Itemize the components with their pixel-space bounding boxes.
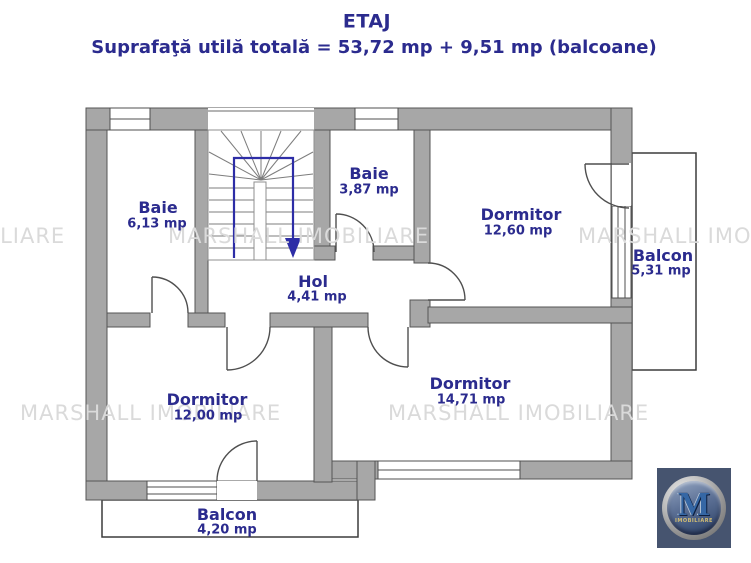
room-label-balcon1-area: 5,31 mp — [631, 263, 691, 279]
balcony-bottom-outline — [101, 499, 359, 538]
room-label-dormitor2-area: 12,00 mp — [173, 408, 243, 424]
door-baie1 — [151, 276, 189, 314]
stairs — [207, 129, 315, 261]
agency-logo: M IMOBILIARE — [657, 468, 731, 548]
wall-baie1-bottom-a — [106, 312, 151, 328]
stairs-direction-line — [232, 156, 295, 258]
door-gap-balcony-right — [612, 163, 631, 206]
stair-stringer — [253, 181, 267, 261]
stairs-down-arrow-icon — [285, 238, 301, 258]
room-label-dormitor1-area: 12,60 mp — [483, 223, 553, 239]
door-gap-balcony-bottom — [217, 481, 257, 500]
wall-baie1-bottom-b — [187, 312, 226, 328]
window-bottom-left — [146, 480, 218, 501]
room-label-baie1-name: Baie — [138, 198, 178, 217]
balcony-right-outline — [631, 152, 697, 371]
room-label-baie2-name: Baie — [349, 164, 389, 183]
page-subtitle: Suprafaţă utilă totală = 53,72 mp + 9,51… — [91, 37, 657, 58]
room-label-dormitor3-area: 14,71 mp — [436, 392, 506, 408]
room-label-baie1-area: 6,13 mp — [127, 216, 187, 232]
balcony-outlines — [101, 152, 697, 538]
doors — [151, 163, 630, 482]
page-title: ETAJ — [342, 10, 392, 33]
wall-baie2-right — [413, 129, 431, 264]
door-baie2 — [335, 213, 375, 253]
window-mullions — [110, 118, 626, 495]
window-balcony-right — [611, 205, 632, 299]
stair-treads — [209, 187, 313, 249]
room-label-baie2-area: 3,87 mp — [339, 182, 399, 198]
room-label-dormitor3-name: Dormitor — [429, 374, 511, 393]
logo-medallion: M IMOBILIARE — [667, 481, 721, 535]
stairwell-opening — [208, 108, 314, 131]
logo-ring: M IMOBILIARE — [662, 476, 726, 540]
watermark: MARSHALL IMOBILIARE — [388, 401, 650, 425]
watermark: MARSHALL IMOBILIARE — [168, 224, 430, 248]
door-dormitor-left — [226, 326, 271, 371]
watermark: MARSHALL IMOBILIARE — [20, 401, 282, 425]
wall-hol-bottom — [269, 312, 369, 328]
door-balcony-right — [584, 163, 630, 209]
wall-dormitor-divider-h — [427, 306, 633, 324]
room-label-balcon1-name: Balcon — [632, 246, 694, 265]
room-label-balcon2-area: 4,20 mp — [197, 522, 257, 538]
room-label-hol-area: 4,41 mp — [287, 289, 347, 305]
door-balcony-bottom — [216, 440, 258, 482]
logo-word: IMOBILIARE — [675, 518, 713, 524]
room-label-hol-name: Hol — [298, 272, 328, 291]
room-label-dormitor2-name: Dormitor — [166, 390, 248, 409]
logo-letter: M — [677, 486, 711, 523]
door-dormitor-right — [427, 262, 466, 301]
wall-dormitor-divider-v — [313, 326, 333, 483]
wall-hol-notch — [409, 299, 431, 328]
watermark: MARSHALL IMOBILIARE — [578, 224, 751, 248]
watermark: MARSHALL IMOBILIARE — [0, 224, 66, 248]
door-dormitor-bottom — [367, 326, 409, 368]
openings — [109, 107, 632, 501]
room-label-dormitor1-name: Dormitor — [480, 205, 562, 224]
room-label-balcon2-name: Balcon — [196, 505, 258, 524]
wall-outer-left — [85, 107, 108, 501]
wall-outer-step — [356, 460, 376, 501]
